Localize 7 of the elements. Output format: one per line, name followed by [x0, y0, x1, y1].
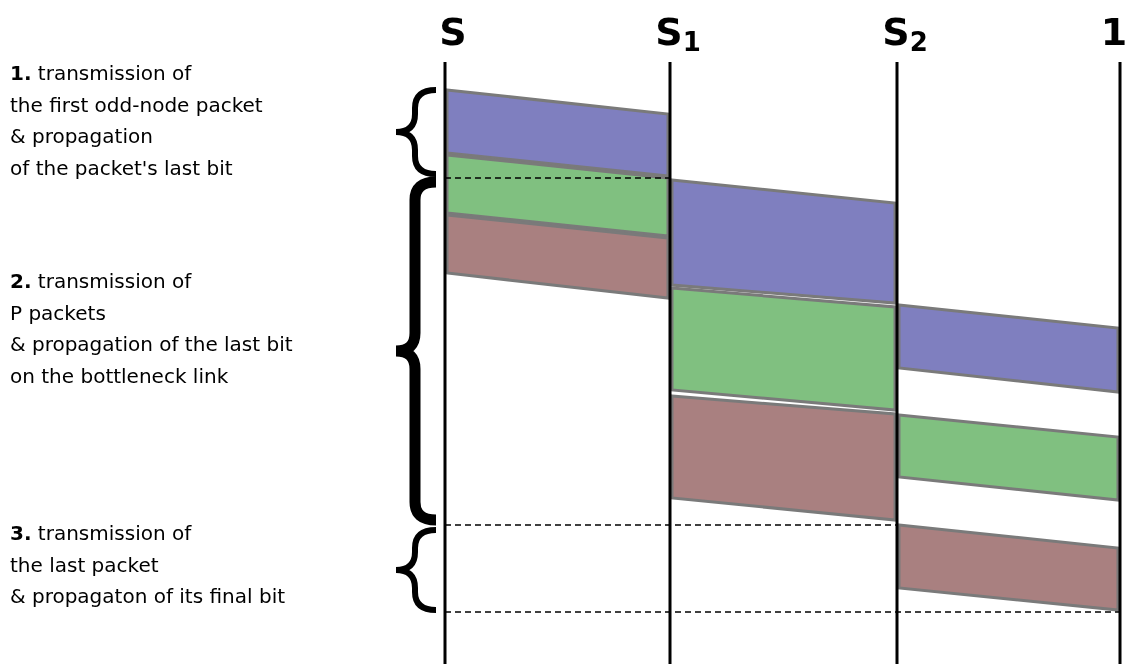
phase-description: 3. transmission of the last packet & propagaton of its final bit	[10, 520, 286, 610]
node-heading: S	[439, 12, 467, 52]
phase-description: 2. transmission of P packets & propagation of the last bit on the bottleneck link	[10, 268, 293, 390]
phase-description: 1. transmission of the first odd-node packet & propagation of the packet's last bit	[10, 60, 263, 182]
node-heading: 1	[1100, 12, 1128, 52]
node-heading: S$_{1}$	[655, 12, 701, 52]
node-heading: S$_{2}$	[882, 12, 928, 52]
